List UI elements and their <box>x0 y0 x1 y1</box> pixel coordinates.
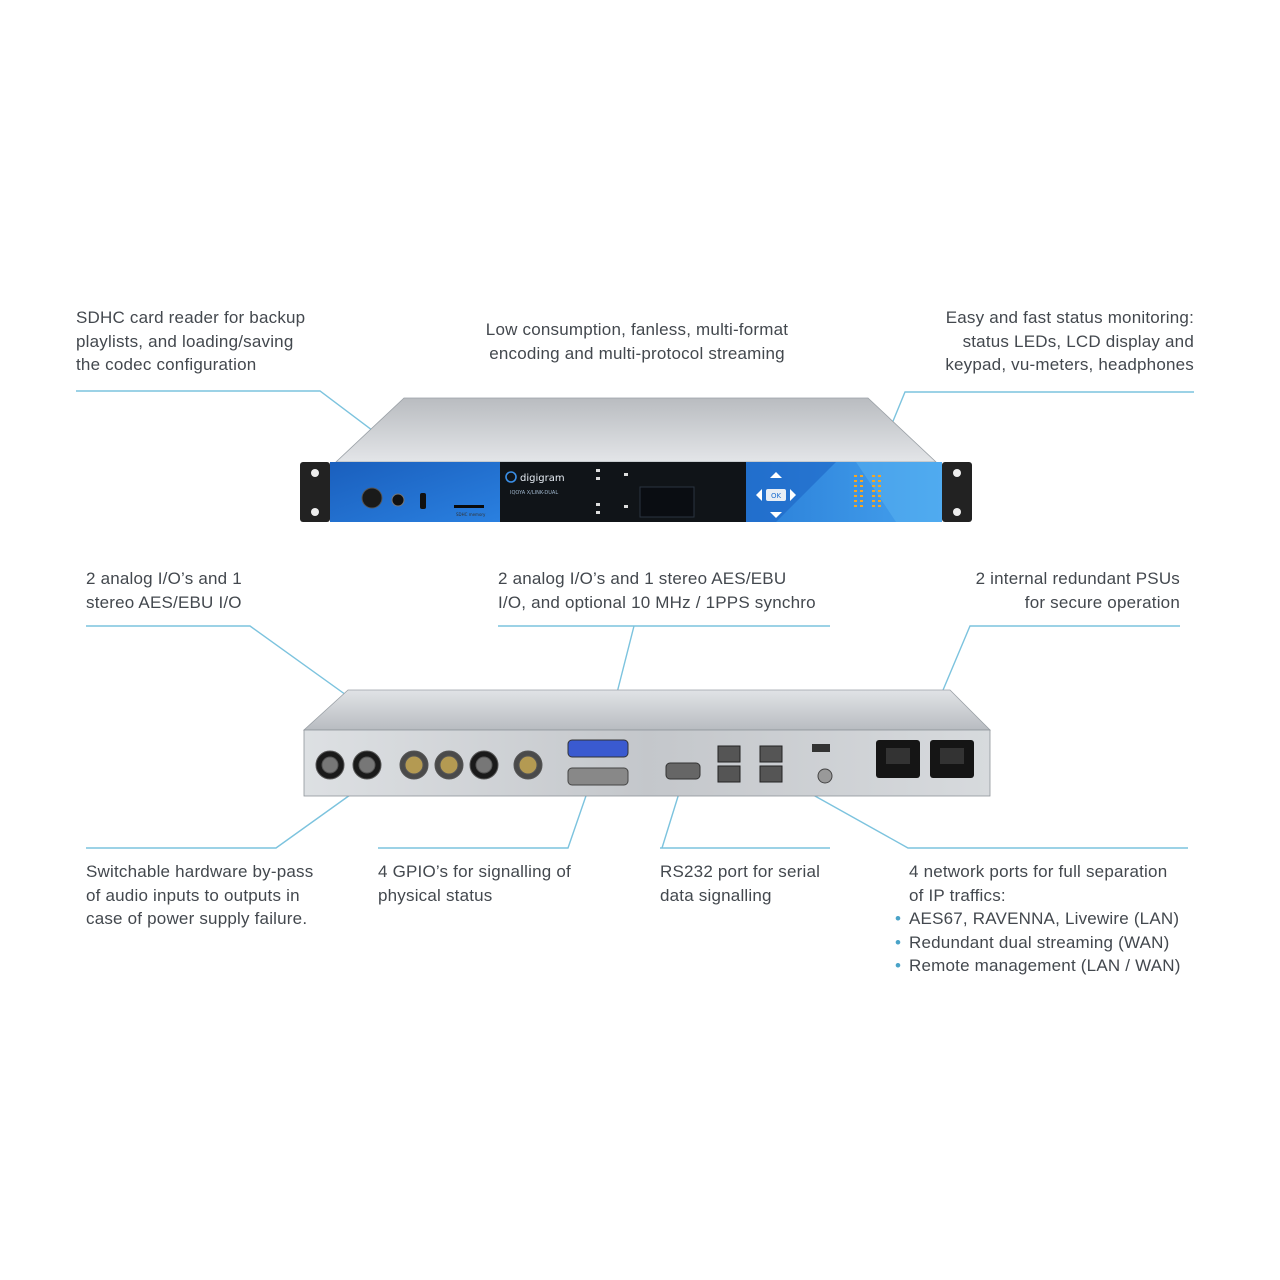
network-bullet-item: AES67, RAVENNA, Livewire (LAN) <box>895 907 1181 931</box>
callout-network-line: 4 network ports for full separation <box>909 862 1168 881</box>
bypass-switch <box>817 768 833 784</box>
callout-gpio-line: physical status <box>378 885 493 905</box>
front-chassis-lid <box>334 397 938 463</box>
callout-sdhc-line: SDHC card reader for backup <box>76 308 306 327</box>
callout-rs232-line: data signalling <box>660 885 772 905</box>
network-bullet-item: Redundant dual streaming (WAN) <box>895 931 1181 955</box>
db25-connector-bottom <box>567 767 629 786</box>
callout-low-consumption: Low consumption, fanless, multi-format e… <box>472 318 802 365</box>
rack-ear-right <box>942 462 972 522</box>
callout-psu-line: 2 internal redundant PSUs <box>975 569 1180 588</box>
callout-gpio-line: 4 GPIO’s for signalling of <box>378 862 571 881</box>
callout-gpio: 4 GPIO’s for signalling of physical stat… <box>378 860 571 907</box>
callout-sdhc-line: playlists, and loading/saving <box>76 331 294 351</box>
callout-analog-left-line: 2 analog I/O’s and 1 <box>86 569 242 588</box>
network-ports <box>717 745 783 783</box>
callout-rs232-line: RS232 port for serial <box>660 862 821 881</box>
callout-analog-left: 2 analog I/O’s and 1 stereo AES/EBU I/O <box>86 567 242 614</box>
device-rear <box>302 689 991 797</box>
db25-connector-top <box>567 739 629 758</box>
rs232-connector <box>665 762 701 780</box>
callout-network: 4 network ports for full separation of I… <box>895 860 1181 978</box>
callout-status-line: Easy and fast status monitoring: <box>945 308 1194 327</box>
callout-bypass-line: case of power supply failure. <box>86 909 308 928</box>
callout-network-bullets: AES67, RAVENNA, Livewire (LAN) Redundant… <box>895 907 1181 978</box>
lcd-display <box>639 486 695 518</box>
callout-analog-center-line: 2 analog I/O’s and 1 stereo AES/EBU <box>498 569 787 588</box>
sd-label-text: SDHC memory <box>456 512 486 517</box>
leader-bypass <box>86 789 358 849</box>
device-front: SDHC memory digigram IQOYA X/LINK-DUAL O… <box>300 397 972 522</box>
callout-psu-line: for secure operation <box>1024 592 1180 612</box>
callout-status: Easy and fast status monitoring: status … <box>945 306 1194 377</box>
leader-rs232 <box>660 789 830 849</box>
front-panel-center <box>500 462 746 522</box>
callout-low-consumption-line: encoding and multi-protocol streaming <box>489 343 785 363</box>
rear-chassis-lid <box>302 689 991 731</box>
callout-bypass-line: Switchable hardware by-pass <box>86 862 314 881</box>
model-text: IQOYA X/LINK-DUAL <box>510 490 558 496</box>
callout-bypass-line: of audio inputs to outputs in <box>86 885 300 905</box>
callout-psu: 2 internal redundant PSUs for secure ope… <box>976 567 1180 614</box>
callout-sdhc-line: the codec configuration <box>76 355 257 374</box>
callout-bypass: Switchable hardware by-pass of audio inp… <box>86 860 313 931</box>
leader-gpio <box>378 789 589 849</box>
callout-rs232: RS232 port for serial data signalling <box>660 860 820 907</box>
keypad-ok-text: OK <box>771 492 782 500</box>
callout-status-line: keypad, vu-meters, headphones <box>945 355 1194 374</box>
callout-analog-center-line: I/O, and optional 10 MHz / 1PPS synchro <box>498 592 816 612</box>
headphone-jack <box>391 493 405 507</box>
vu-meters <box>854 475 881 507</box>
leader-network <box>771 771 1188 849</box>
brand-text: digigram <box>520 473 565 484</box>
callout-analog-center: 2 analog I/O’s and 1 stereo AES/EBU I/O,… <box>498 567 816 614</box>
volume-knob <box>361 487 383 509</box>
xlr-connectors <box>315 750 543 780</box>
callout-status-line: status LEDs, LCD display and <box>962 331 1194 351</box>
callout-low-consumption-line: Low consumption, fanless, multi-format <box>485 320 789 339</box>
front-panel-left <box>330 462 500 522</box>
network-bullet-item: Remote management (LAN / WAN) <box>895 954 1181 978</box>
callout-network-line: of IP traffics: <box>909 885 1006 905</box>
rack-ear-left <box>300 462 330 522</box>
sd-card-slot <box>454 505 484 508</box>
callout-analog-left-line: stereo AES/EBU I/O <box>86 592 242 612</box>
callout-sdhc: SDHC card reader for backup playlists, a… <box>76 306 305 377</box>
keypad <box>756 472 796 518</box>
